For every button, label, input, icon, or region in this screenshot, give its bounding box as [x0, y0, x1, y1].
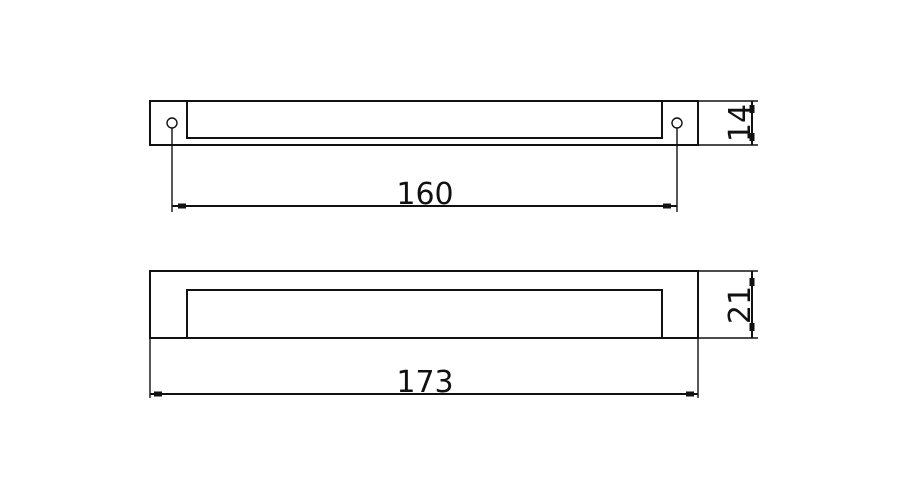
arrow-marker: [749, 133, 755, 141]
dimension-label-173: 173: [396, 365, 453, 400]
arrow-marker: [154, 391, 162, 397]
top-inner-recess: [186, 101, 663, 139]
arrow-marker: [749, 105, 755, 113]
arrow-marker: [749, 278, 755, 286]
top-outer-outline: [149, 100, 699, 146]
dimension-label-21: 21: [723, 286, 758, 324]
front-outer-outline: [149, 270, 699, 339]
arrow-marker: [749, 323, 755, 331]
right-screw-hole: [671, 117, 683, 129]
top-view: 160 14: [149, 100, 758, 212]
left-screw-hole: [166, 117, 178, 129]
front-view: 173 21: [149, 270, 758, 400]
arrow-marker: [178, 203, 186, 209]
arrow-marker: [686, 391, 694, 397]
arrow-marker: [663, 203, 671, 209]
dimension-label-160: 160: [396, 177, 453, 212]
front-inner-grip: [186, 289, 663, 338]
dimension-label-14: 14: [723, 104, 758, 142]
